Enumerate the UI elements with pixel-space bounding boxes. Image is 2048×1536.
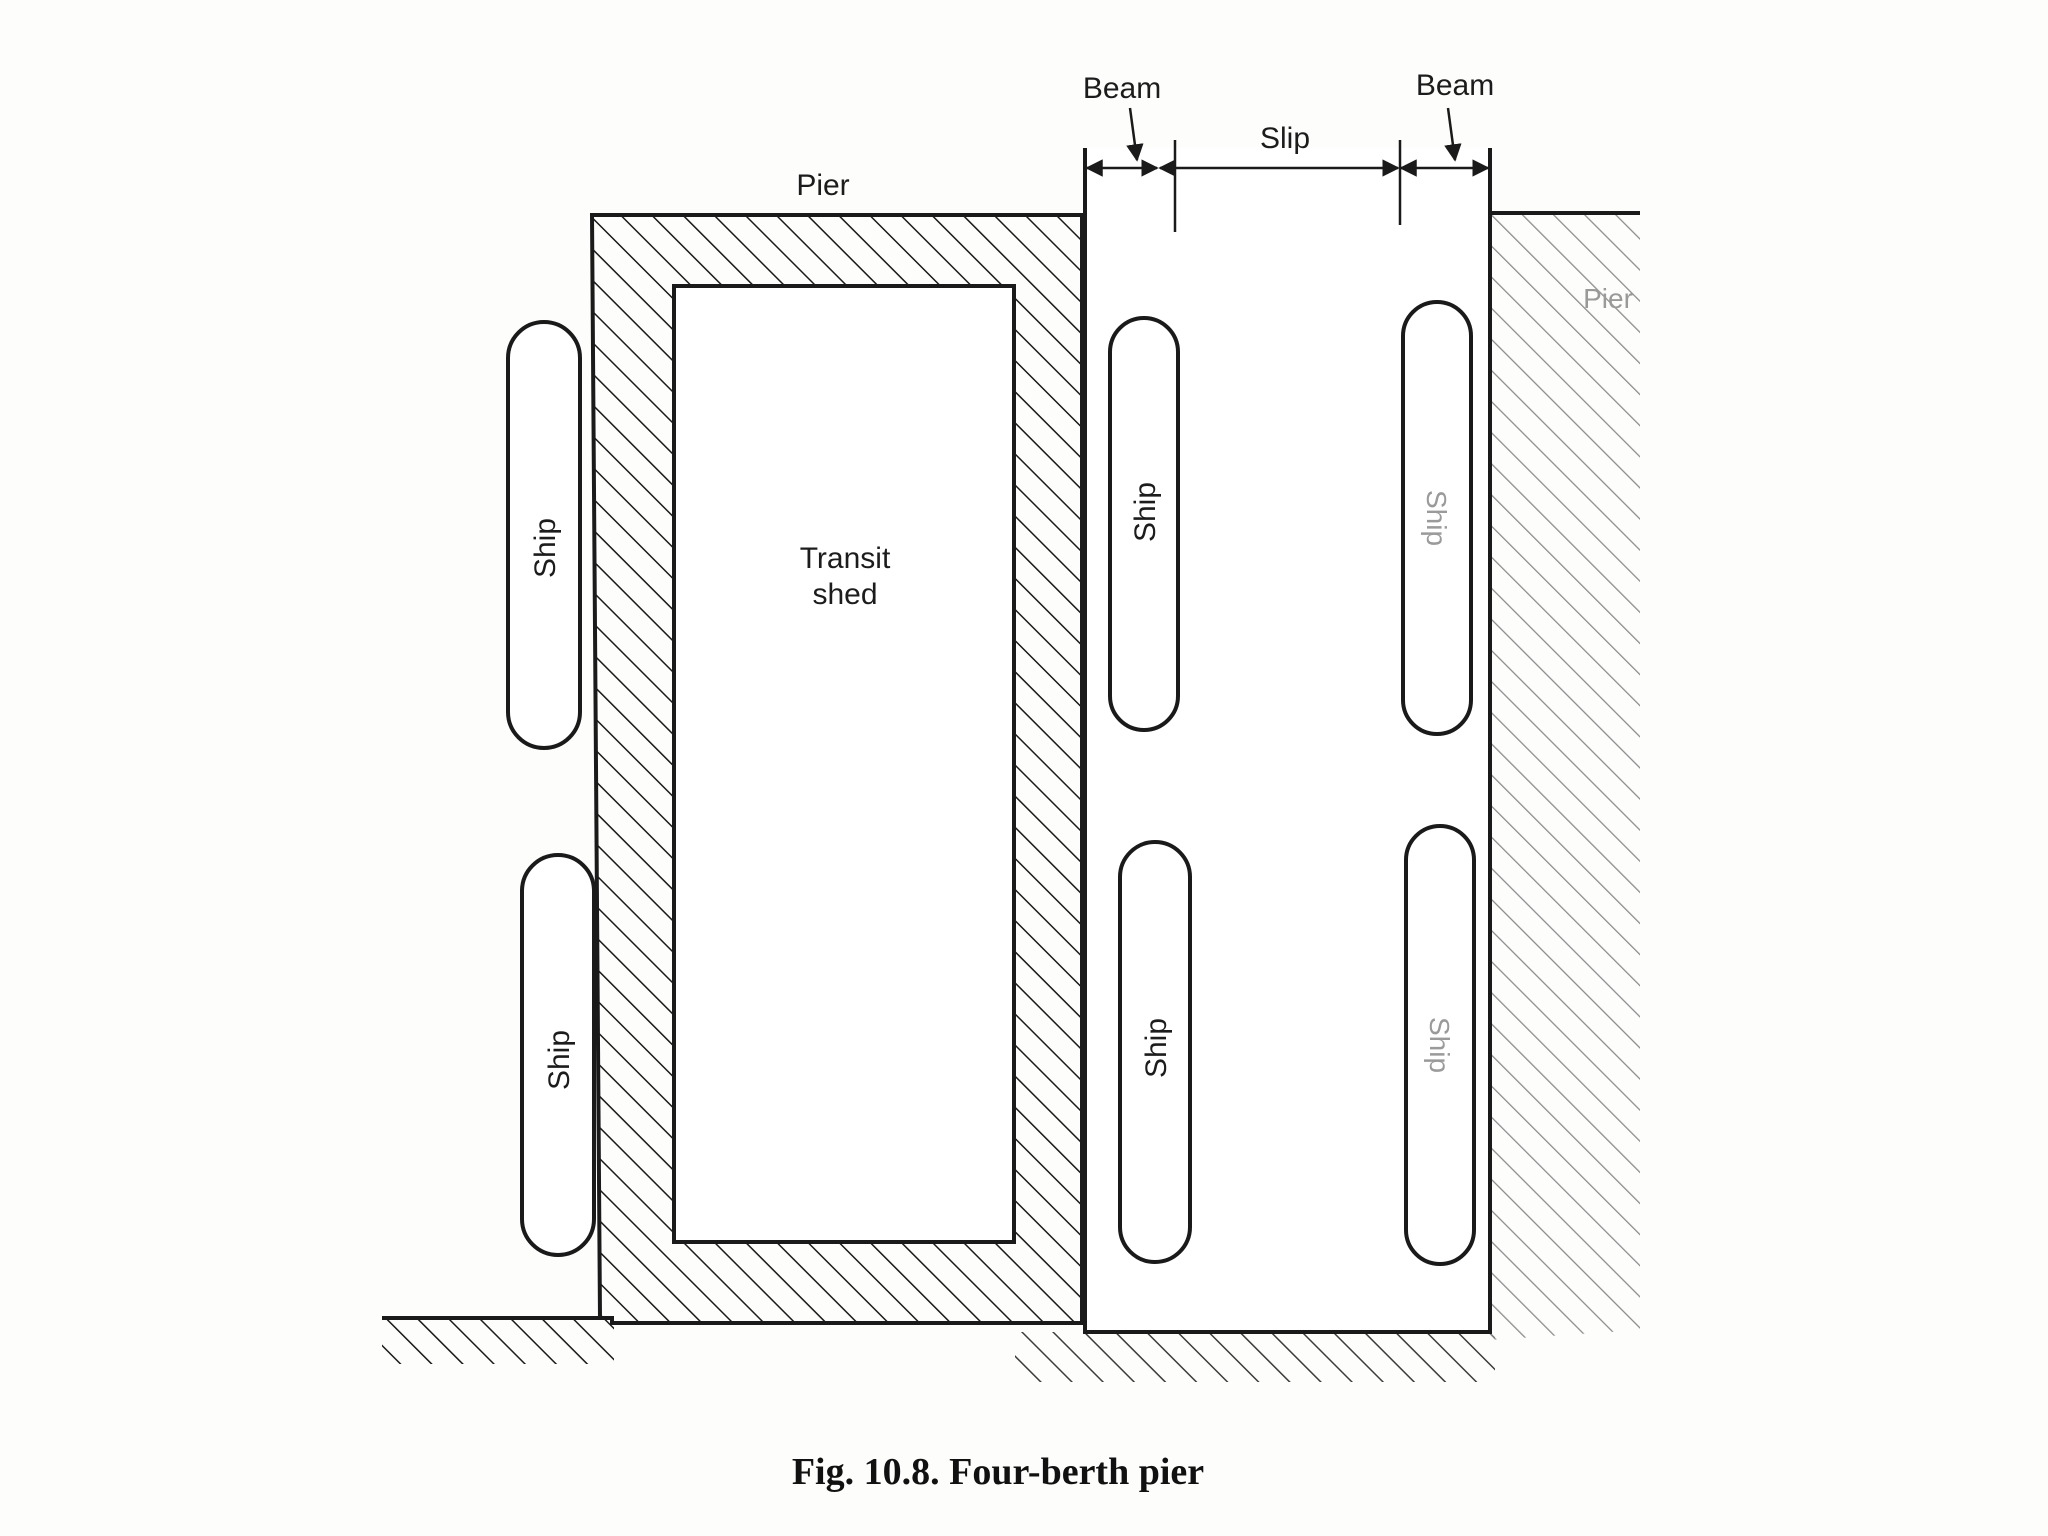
ship-berth-5 [1401, 300, 1473, 736]
pier-top-label: Pier [796, 169, 849, 202]
ship-1-label: Ship [529, 518, 562, 578]
pier-right-label: Pier [1583, 283, 1633, 314]
shore-bottom-hatch [1015, 1332, 1495, 1382]
right-pier-body [1490, 215, 1640, 1340]
ship-5-label: Ship [1421, 490, 1452, 546]
beam-right-label: Beam [1416, 69, 1494, 102]
ship-berth-6 [1404, 824, 1476, 1266]
figure-caption: Fig. 10.8. Four-berth pier [792, 1451, 1204, 1493]
transit-shed [672, 284, 1016, 1244]
ship-6-label: Ship [1424, 1017, 1455, 1073]
transit-shed-label-line1: Transit [800, 542, 891, 575]
beam-left-leader [1126, 107, 1144, 162]
beam-right-leader [1444, 107, 1462, 162]
ship-berth-3 [1108, 316, 1180, 732]
ship-4-label: Ship [1140, 1018, 1173, 1078]
shore-left-hatch [382, 1318, 614, 1364]
transit-shed-label-line2: shed [812, 578, 877, 611]
ship-2-label: Ship [543, 1030, 576, 1090]
ship-berth-2 [520, 853, 596, 1257]
ship-3-label: Ship [1129, 482, 1162, 542]
ship-berth-4 [1118, 840, 1192, 1264]
beam-left-label: Beam [1083, 72, 1161, 105]
slip-label: Slip [1260, 122, 1310, 155]
ship-berth-1 [506, 320, 582, 750]
